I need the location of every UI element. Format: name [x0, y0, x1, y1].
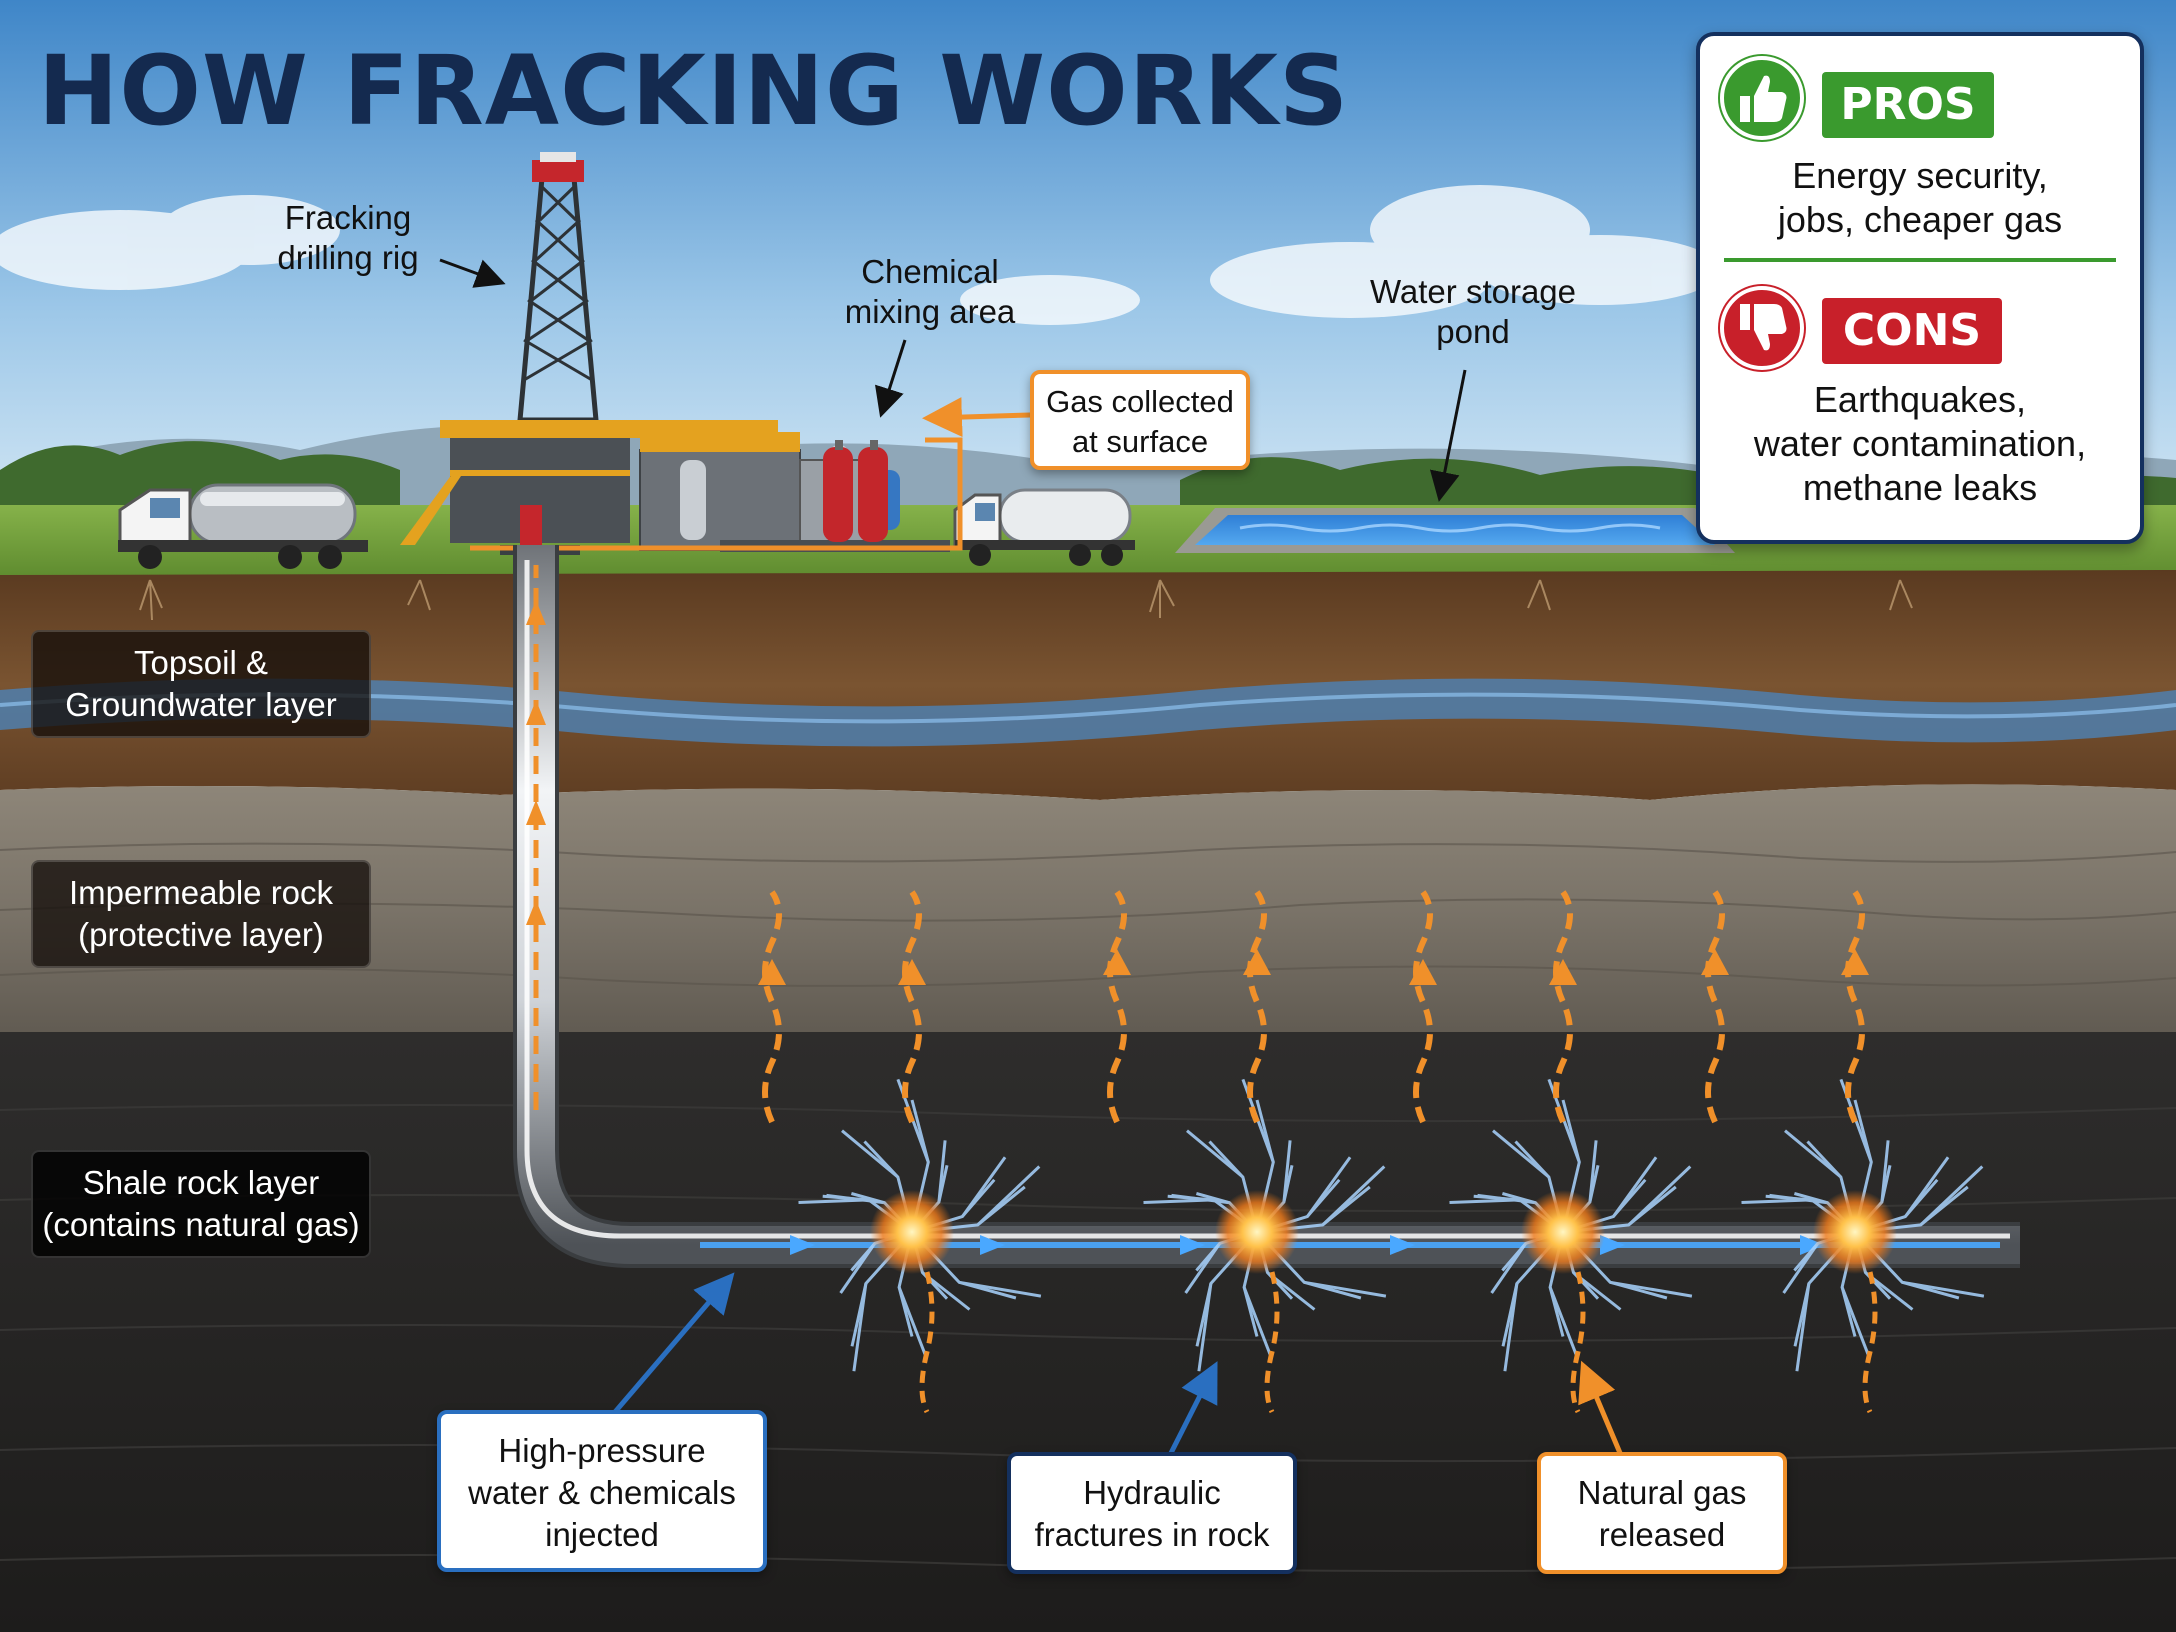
fracture-zone	[1701, 890, 1985, 1414]
callout-injection-line1: High-pressure	[498, 1432, 706, 1469]
page-title: HOW FRACKING WORKS	[38, 35, 1350, 147]
clouds	[0, 185, 1720, 325]
pros-cons-panel: PROS Energy security, jobs, cheaper gas …	[1696, 32, 2144, 544]
label-impermeable-layer: Impermeable rock (protective layer)	[31, 860, 371, 968]
label-topsoil-line1: Topsoil &	[134, 644, 268, 681]
fracture-burst	[1521, 1190, 1605, 1274]
fracture-burst	[1215, 1190, 1299, 1274]
label-shale-line2: (contains natural gas)	[42, 1206, 360, 1243]
pros-cons-divider	[1724, 258, 2116, 262]
callout-injection: High-pressure water & chemicals injected	[437, 1410, 767, 1572]
fracture-zone	[1103, 890, 1387, 1414]
leader-arrows	[439, 258, 1623, 1457]
fracture-burst	[1813, 1190, 1897, 1274]
surface-gas-line	[470, 437, 963, 551]
callout-fractures-line1: Hydraulic	[1083, 1474, 1221, 1511]
water-storage-pond	[1175, 508, 1735, 553]
gas-rising-arrows	[526, 600, 546, 925]
callout-gas-released-line1: Natural gas	[1577, 1474, 1747, 1511]
tanker-truck-right	[953, 488, 1135, 566]
fracture-zone	[758, 890, 1042, 1414]
tree-line	[0, 441, 2176, 520]
roots	[139, 579, 1913, 621]
label-chemical-mixing: Chemical mixing area	[830, 252, 1030, 332]
label-shale-line1: Shale rock layer	[82, 1164, 320, 1201]
callout-fractures: Hydraulic fractures in rock	[1007, 1452, 1297, 1574]
cons-text: Earthquakes, water contamination, methan…	[1700, 378, 2140, 510]
label-water-storage-line2: pond	[1436, 313, 1510, 350]
callout-fractures-line2: fractures in rock	[1034, 1516, 1270, 1553]
callout-gas-released-line2: released	[1598, 1516, 1726, 1553]
label-drilling-rig: Fracking drilling rig	[258, 198, 438, 278]
tanker-truck-left	[118, 483, 368, 569]
groundwater-highlight	[0, 692, 2176, 724]
label-drilling-rig-line2: drilling rig	[277, 239, 419, 276]
rising-gas-arrows	[1103, 890, 1280, 1414]
rock-strata	[0, 842, 2176, 987]
label-impermeable-line1: Impermeable rock	[68, 874, 334, 911]
fracture-burst	[870, 1190, 954, 1274]
callout-gas-released: Natural gas released	[1537, 1452, 1787, 1574]
label-topsoil-line2: Groundwater layer	[65, 686, 337, 723]
pros-text-line1: Energy security,	[1792, 155, 2048, 196]
label-drilling-rig-line1: Fracking	[284, 199, 412, 236]
rising-gas-arrows	[1409, 890, 1586, 1414]
cons-label: CONS	[1822, 298, 2002, 364]
thumbs-down-icon	[1718, 284, 1806, 372]
pros-text: Energy security, jobs, cheaper gas	[1700, 154, 2140, 242]
thumbs-up-icon	[1718, 54, 1806, 142]
cons-text-line1: Earthquakes,	[1813, 379, 2027, 420]
fracture-zones	[758, 890, 1985, 1414]
fracture-zone	[1409, 890, 1693, 1414]
injection-flow-arrows	[790, 1235, 1825, 1255]
label-gas-collected-line1: Gas collected	[1046, 384, 1234, 419]
callout-injection-line3: injected	[545, 1516, 659, 1553]
label-gas-collected: Gas collected at surface	[1030, 370, 1250, 470]
label-gas-collected-line2: at surface	[1071, 424, 1209, 459]
label-shale-layer: Shale rock layer (contains natural gas)	[31, 1150, 371, 1258]
label-impermeable-line2: (protective layer)	[78, 916, 324, 953]
cons-text-line2: water contamination,	[1753, 423, 2087, 464]
chemical-tanks	[823, 440, 888, 542]
pros-label: PROS	[1822, 72, 1994, 138]
label-water-storage-line1: Water storage	[1369, 273, 1577, 310]
pros-text-line2: jobs, cheaper gas	[1777, 199, 2063, 240]
label-topsoil-layer: Topsoil & Groundwater layer	[31, 630, 371, 738]
cons-text-line3: methane leaks	[1802, 467, 2038, 508]
label-chemical-mixing-line1: Chemical	[861, 253, 999, 290]
rising-gas-arrows	[1701, 890, 1878, 1414]
rising-gas-arrows	[758, 890, 935, 1414]
label-chemical-mixing-line2: mixing area	[844, 293, 1016, 330]
callout-injection-line2: water & chemicals	[468, 1474, 736, 1511]
label-water-storage-pond: Water storage pond	[1348, 272, 1598, 352]
